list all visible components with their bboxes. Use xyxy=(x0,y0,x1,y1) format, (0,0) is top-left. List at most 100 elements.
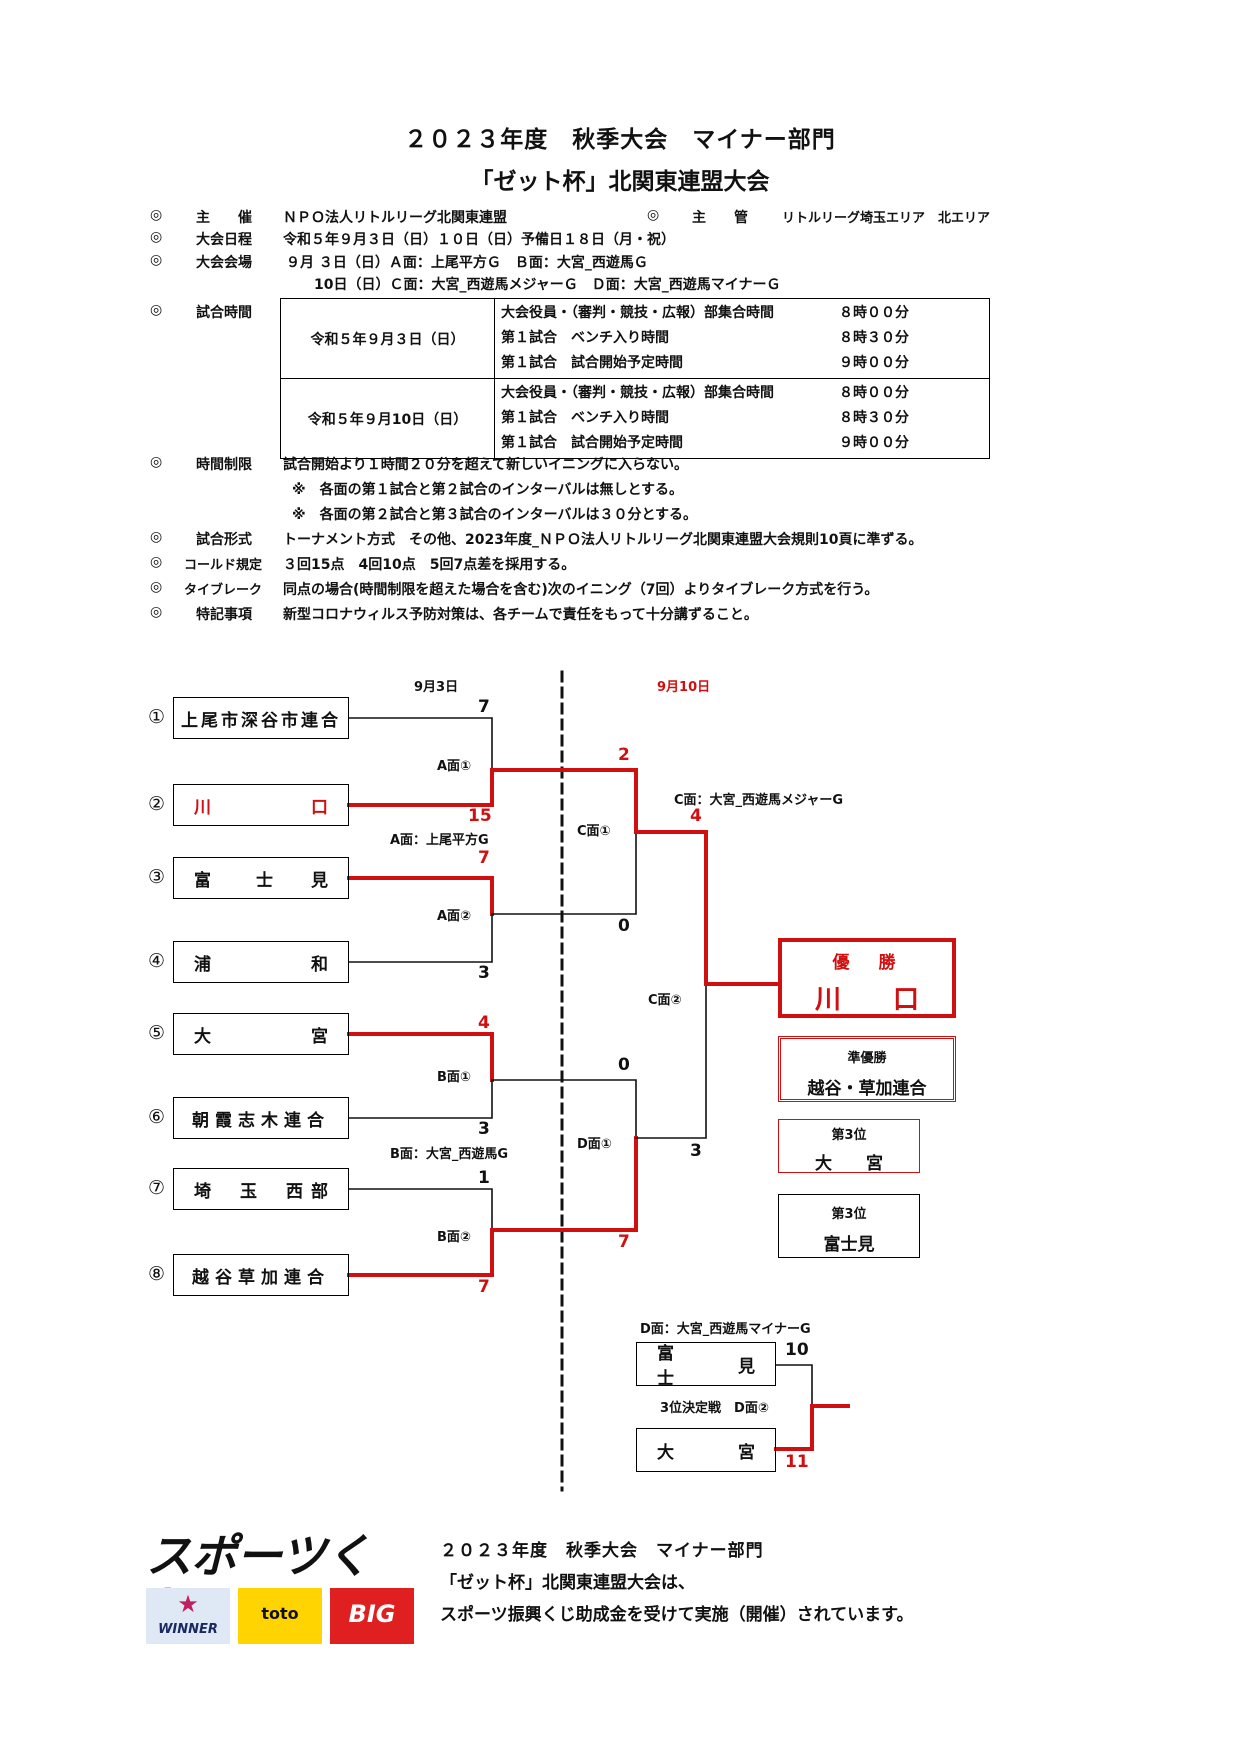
team-name: 川 xyxy=(194,797,211,818)
score: 4 xyxy=(478,1013,490,1033)
score: 3 xyxy=(478,963,490,983)
score: 7 xyxy=(478,697,490,717)
match-label: A面① xyxy=(437,759,472,774)
team-number: ⑤ xyxy=(148,1022,166,1044)
called-label: コールド規定 xyxy=(184,558,263,573)
notes-label: 特記事項 xyxy=(196,607,252,623)
sports-kuji-logo: スポーツくじ ★ WINNER toto BIG xyxy=(146,1530,414,1646)
team-box: 埼 玉 西 部 xyxy=(173,1168,349,1210)
footer-line2: 「ゼット杯」北関東連盟大会は、 xyxy=(440,1573,695,1593)
match-label: C面① xyxy=(577,824,611,839)
venue-line2: 10日（日）Ｃ面：大宮_西遊馬メジャーＧ Ｄ面：大宮_西遊馬マイナーＧ xyxy=(314,277,781,293)
team-name: 埼 玉 西 xyxy=(194,1181,309,1202)
team-name-end: 宮 xyxy=(738,1442,755,1463)
venue-label: D面：大宮_西遊馬マイナーG xyxy=(640,1322,811,1337)
schedule-item: 大会役員・（審判・競技・広報）部集合時間 xyxy=(501,305,774,321)
organizer-label: 主 管 xyxy=(692,210,748,226)
schedule-time: ８時００分 xyxy=(839,305,909,321)
dates-label: 大会日程 xyxy=(196,232,252,248)
team-box: 富 士 見 xyxy=(173,857,349,899)
score: 15 xyxy=(468,806,492,826)
third-label: 第3位 xyxy=(831,1128,867,1143)
venue-label: A面：上尾平方G xyxy=(390,833,489,848)
format-label: 試合形式 xyxy=(196,532,252,548)
score: 7 xyxy=(478,848,490,868)
limit-value: 試合開始より１時間２０分を超えて新しいイニングに入らない。 xyxy=(283,457,689,473)
schedule-time: ８時００分 xyxy=(839,385,909,401)
schedule-time: ９時００分 xyxy=(839,355,909,371)
schedule-time: ９時００分 xyxy=(839,435,909,451)
score: 7 xyxy=(478,1277,490,1297)
team-box: 富 士 見 xyxy=(636,1342,776,1389)
venue-line1: ９月 ３日（日）Ａ面：上尾平方Ｇ Ｂ面：大宮_西遊馬Ｇ xyxy=(286,255,648,271)
score: 7 xyxy=(618,1232,630,1252)
bullet-mark: ◎ xyxy=(150,207,163,223)
team-box: 大 宮 xyxy=(636,1428,776,1472)
venue-label: 大会会場 xyxy=(196,255,252,271)
third-name: 大 宮 xyxy=(815,1154,883,1174)
team-name-end: 見 xyxy=(738,1356,755,1377)
team-number: ③ xyxy=(148,866,166,888)
team-name: 越谷草加連合 xyxy=(192,1267,330,1288)
team-number: ④ xyxy=(148,950,166,972)
third-label: 第3位 xyxy=(831,1207,867,1222)
match-label: A面② xyxy=(437,909,472,924)
runnerup-label: 準優勝 xyxy=(847,1051,887,1066)
bullet-mark: ◎ xyxy=(150,454,163,470)
toto-logo: toto xyxy=(238,1588,322,1644)
score: 0 xyxy=(618,1055,630,1075)
schedule-time: ８時３０分 xyxy=(839,330,909,346)
match-label: D面① xyxy=(577,1137,612,1152)
called-value: ３回15点 4回10点 5回7点差を採用する。 xyxy=(283,557,576,573)
champion-name: 川 口 xyxy=(814,985,919,1015)
match-label: B面① xyxy=(437,1070,471,1085)
match-label: 3位決定戦 D面② xyxy=(660,1401,769,1416)
schedule-item: 第１試合 試合開始予定時間 xyxy=(501,435,683,451)
score: 10 xyxy=(785,1340,809,1360)
schedule-item: 第１試合 ベンチ入り時間 xyxy=(501,410,669,426)
footer-line1: ２０２３年度 秋季大会 マイナー部門 xyxy=(440,1541,764,1561)
score: 3 xyxy=(690,1141,702,1161)
day1-label: 9月3日 xyxy=(414,680,459,695)
team-name: 富 士 xyxy=(194,870,287,891)
score: 0 xyxy=(618,916,630,936)
venue-label: B面：大宮_西遊馬G xyxy=(390,1147,509,1162)
notes-value: 新型コロナウィルス予防対策は、各チームで責任をもって十分講ずること。 xyxy=(283,607,758,623)
bullet-mark: ◎ xyxy=(150,302,163,318)
score: 2 xyxy=(618,745,630,765)
tiebreak-value: 同点の場合(時間制限を超えた場合を含む)次のイニング（7回）よりタイブレーク方式… xyxy=(283,582,879,598)
schedule-item: 第１試合 ベンチ入り時間 xyxy=(501,330,669,346)
team-name: 浦 xyxy=(194,954,211,975)
bullet-mark: ◎ xyxy=(150,604,163,620)
team-box: 朝霞志木連合 xyxy=(173,1097,349,1139)
footer-line3: スポーツ振興くじ助成金を受けて実施（開催）されています。 xyxy=(440,1605,914,1625)
third-box-1: 第3位 大 宮 xyxy=(778,1119,920,1174)
bullet-mark: ◎ xyxy=(150,229,163,245)
team-box: 浦 和 xyxy=(173,941,349,983)
winner-logo: ★ WINNER xyxy=(146,1588,230,1644)
team-number: ⑥ xyxy=(148,1106,166,1128)
page-title: ２０２３年度 秋季大会 マイナー部門 xyxy=(404,127,836,153)
team-name-end: 口 xyxy=(311,797,328,818)
team-box: 川 口 xyxy=(173,784,349,826)
limit-note1: ※ 各面の第１試合と第２試合のインターバルは無しとする。 xyxy=(292,482,684,498)
bullet-mark: ◎ xyxy=(150,554,163,570)
organizer-value: リトルリーグ埼玉エリア 北エリア xyxy=(782,211,991,226)
team-number: ⑦ xyxy=(148,1177,166,1199)
third-box-2: 第3位 富士見 xyxy=(778,1194,920,1258)
bullet-mark: ◎ xyxy=(647,207,660,223)
winner-text: WINNER xyxy=(158,1622,218,1637)
toto-text: toto xyxy=(261,1604,299,1623)
team-number: ⑧ xyxy=(148,1263,166,1285)
schedule-time: ８時３０分 xyxy=(839,410,909,426)
host-value: ＮＰＯ法人リトルリーグ北関東連盟 xyxy=(283,210,507,226)
big-logo: BIG xyxy=(330,1588,414,1644)
score: 11 xyxy=(785,1452,809,1472)
score: 1 xyxy=(478,1168,490,1188)
limit-note2: ※ 各面の第２試合と第３試合のインターバルは３０分とする。 xyxy=(292,507,698,523)
bullet-mark: ◎ xyxy=(150,529,163,545)
schedule-date: 令和５年９月10日（日） xyxy=(280,378,495,459)
page-subtitle: 「ゼット杯」北関東連盟大会 xyxy=(470,169,770,195)
score: 3 xyxy=(478,1119,490,1139)
